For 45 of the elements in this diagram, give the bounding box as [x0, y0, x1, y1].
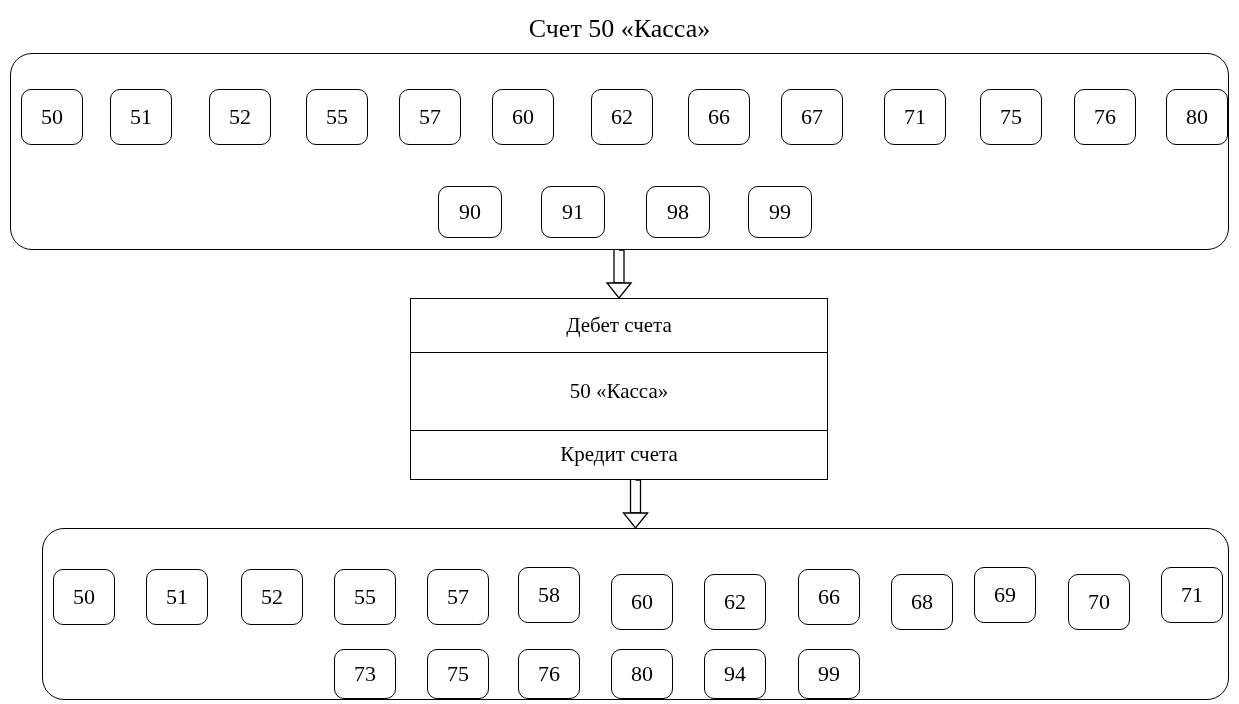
account-number-box: 90	[438, 186, 502, 238]
table-row-text: 50 «Касса»	[411, 353, 827, 431]
account-number-box: 60	[611, 574, 673, 630]
hollow-arrow	[606, 249, 632, 299]
account-number-box: 68	[891, 574, 953, 630]
table-row-text: Дебет счета	[411, 299, 827, 354]
account-number-box: 57	[427, 569, 489, 625]
account-number-box: 75	[427, 649, 489, 699]
account-number-box: 52	[209, 89, 271, 145]
account-number-box: 57	[399, 89, 461, 145]
account-number-box: 76	[518, 649, 580, 699]
account-number-box: 69	[974, 567, 1036, 623]
account-number-box: 99	[798, 649, 860, 699]
account-number-box: 94	[704, 649, 766, 699]
account-number-box: 76	[1074, 89, 1136, 145]
hollow-arrow	[622, 479, 649, 529]
account-number-box: 62	[704, 574, 766, 630]
account-number-box: 75	[980, 89, 1042, 145]
account-number-box: 52	[241, 569, 303, 625]
account-number-box: 67	[781, 89, 843, 145]
account-number-box: 50	[21, 89, 83, 145]
account-number-box: 62	[591, 89, 653, 145]
account-box	[410, 298, 828, 480]
account-number-box: 51	[110, 89, 172, 145]
account-number-box: 55	[306, 89, 368, 145]
account-number-box: 58	[518, 567, 580, 623]
account-number-box: 51	[146, 569, 208, 625]
account-number-box: 80	[611, 649, 673, 699]
account-number-box: 60	[492, 89, 554, 145]
account-number-box: 91	[541, 186, 605, 238]
account-number-box: 55	[334, 569, 396, 625]
account-number-box: 50	[53, 569, 115, 625]
account-number-box: 73	[334, 649, 396, 699]
account-number-box: 70	[1068, 574, 1130, 630]
account-number-box: 99	[748, 186, 812, 238]
account-number-box: 71	[884, 89, 946, 145]
account-number-box: 66	[688, 89, 750, 145]
table-row-text: Кредит счета	[559, 441, 679, 469]
group-panel	[10, 53, 1229, 250]
account-number-box: 98	[646, 186, 710, 238]
account-number-box: 71	[1161, 567, 1223, 623]
account-number-box: 80	[1166, 89, 1228, 145]
diagram-title: Счет 50 «Касса»	[527, 14, 712, 44]
account-number-box: 66	[798, 569, 860, 625]
group-panel	[42, 528, 1229, 700]
